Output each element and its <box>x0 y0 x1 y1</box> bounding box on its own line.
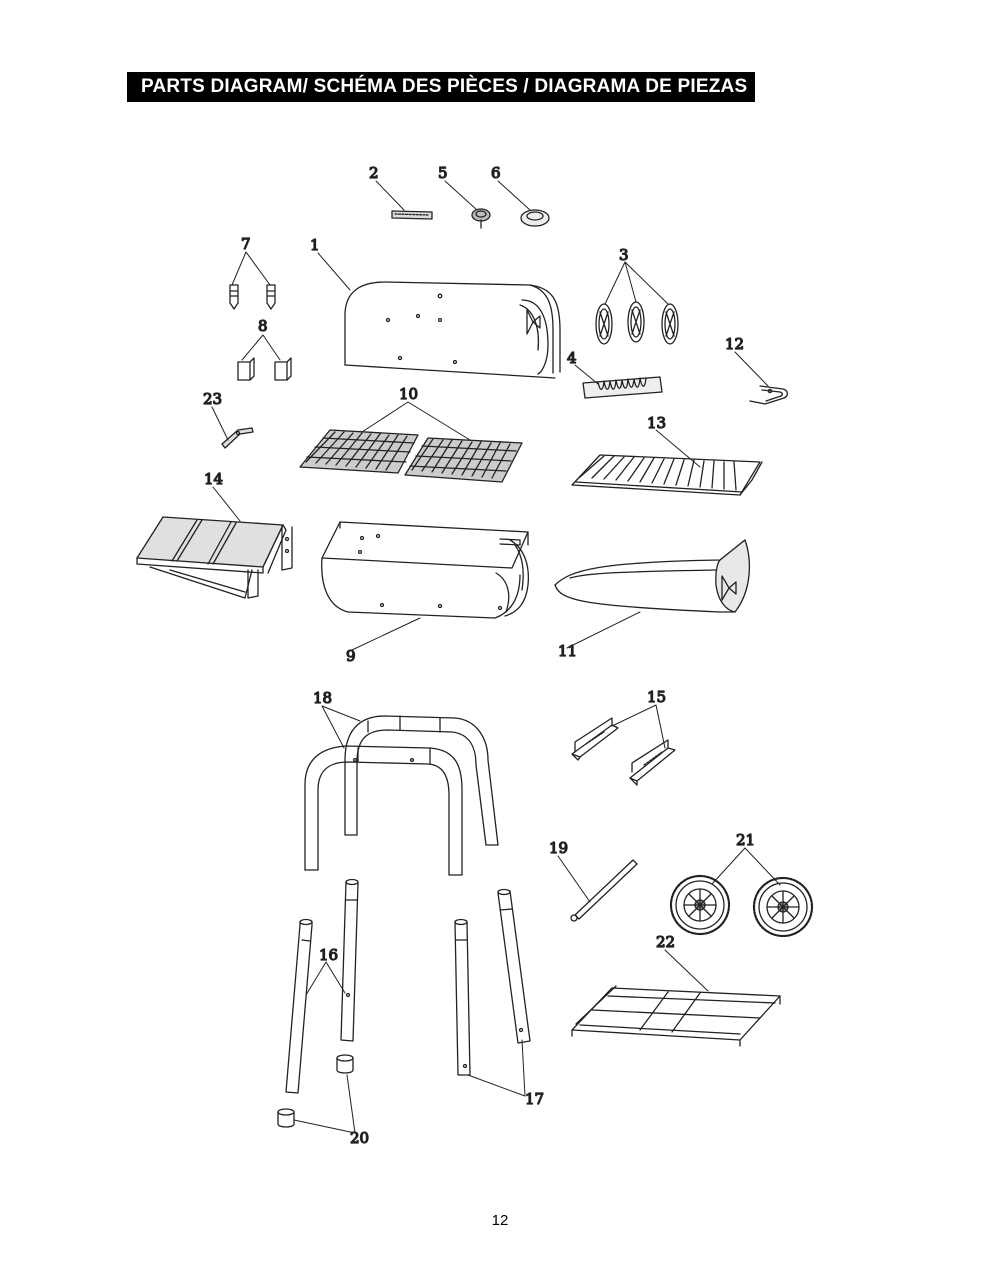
leader-lines <box>211 180 781 1134</box>
callout-numbers: 1 2 3 4 5 6 7 8 9 10 11 12 13 14 15 16 1… <box>202 163 755 1147</box>
part-20-leg-caps <box>277 1054 354 1128</box>
part-2-thermometer-plate <box>391 210 433 220</box>
callout-3: 3 <box>619 246 629 264</box>
part-22-bottom-rack <box>571 985 781 1047</box>
part-19-axle <box>570 859 638 922</box>
callout-22: 22 <box>656 933 675 951</box>
part-9-firebox <box>321 521 530 619</box>
callout-5: 5 <box>438 164 448 182</box>
callout-12: 12 <box>725 335 744 353</box>
callout-17: 17 <box>525 1090 544 1108</box>
callout-16: 16 <box>319 946 338 964</box>
part-3-dampers <box>595 301 679 345</box>
part-17-legs <box>454 888 531 1076</box>
callout-11: 11 <box>558 642 577 660</box>
part-6-bezel <box>520 209 550 227</box>
callout-4: 4 <box>567 349 577 367</box>
callout-21: 21 <box>736 831 755 849</box>
title-bar: PARTS DIAGRAM/ SCHÉMA DES PIÈCES / DIAGR… <box>127 72 755 102</box>
page-number: 12 <box>491 1212 509 1229</box>
callout-7: 7 <box>241 235 251 253</box>
part-14-side-shelf <box>136 516 293 599</box>
callout-10: 10 <box>399 385 418 403</box>
part-11-ash-pan <box>554 539 750 613</box>
callout-8: 8 <box>258 317 268 335</box>
callout-23: 23 <box>203 390 222 408</box>
callout-19: 19 <box>549 839 568 857</box>
part-21-wheels <box>669 874 814 938</box>
part-1-lid <box>344 281 561 379</box>
part-4-spring-handle <box>582 376 663 399</box>
part-23-handle <box>221 427 254 449</box>
callout-9: 9 <box>346 647 356 665</box>
callout-2: 2 <box>369 164 379 182</box>
part-15-side-brackets <box>571 717 676 786</box>
part-8-brackets <box>237 357 292 381</box>
callout-1: 1 <box>310 236 320 254</box>
callout-15: 15 <box>647 688 666 706</box>
part-7-handle-brackets <box>229 284 276 310</box>
callout-13: 13 <box>647 414 666 432</box>
page-title: PARTS DIAGRAM/ SCHÉMA DES PIÈCES / DIAGR… <box>141 76 748 97</box>
part-10-cooking-grates <box>299 429 523 483</box>
part-16-legs <box>285 878 359 1094</box>
callout-20: 20 <box>350 1129 369 1147</box>
part-13-warming-rack <box>571 454 763 496</box>
callout-6: 6 <box>491 164 501 182</box>
part-5-thermometer <box>471 208 491 229</box>
part-18-upper-frame <box>304 715 499 876</box>
part-12-handle-rod <box>749 385 788 405</box>
callout-18: 18 <box>313 689 332 707</box>
callout-14: 14 <box>204 470 223 488</box>
